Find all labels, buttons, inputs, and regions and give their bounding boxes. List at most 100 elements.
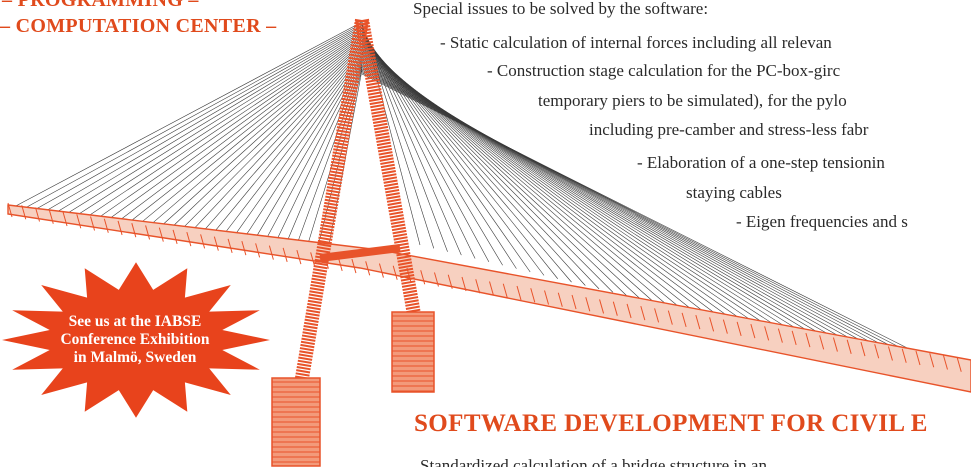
stay-cable-left [159, 44, 363, 228]
stay-cable-left [275, 61, 363, 244]
deck-rib [475, 279, 481, 294]
deck-rib [943, 355, 948, 370]
deck-rib [90, 216, 96, 231]
exhibition-callout: See us at the IABSE Conference Exhibitio… [22, 313, 248, 367]
stay-cable-left [243, 57, 363, 239]
issue-static-calculation: - Static calculation of internal forces … [440, 33, 832, 52]
stay-cable-left [22, 23, 363, 210]
deck-rib [48, 209, 54, 224]
deck-rib [145, 225, 151, 240]
deck-rib [544, 290, 550, 305]
stay-cable-left [53, 28, 363, 214]
deck-rib [268, 245, 274, 260]
deck-rib [612, 301, 618, 316]
deck-rib [433, 272, 439, 287]
starburst-badge [2, 262, 270, 418]
issue-construction-stage-cont-1: temporary piers to be simulated), for th… [538, 91, 847, 110]
deck-rib [557, 292, 563, 307]
deck-rib [255, 243, 261, 258]
deck-rib [640, 306, 646, 321]
deck-rib [351, 258, 357, 274]
stay-cable-left [296, 65, 363, 246]
a-frame-pylon [293, 18, 422, 392]
stay-cable-left [222, 53, 363, 237]
deck-rib [103, 218, 109, 233]
deck-rib [709, 317, 715, 332]
deck-rib [76, 214, 82, 229]
stay-cable-left [117, 37, 363, 223]
deck-rib [35, 207, 40, 222]
deck-rib [929, 353, 935, 368]
deck-rib [502, 283, 508, 298]
issue-tensioning: - Elaboration of a one-step tensionin [637, 153, 885, 172]
deck-rib [282, 247, 288, 262]
stay-cables [11, 21, 971, 381]
stay-cable-right [361, 64, 875, 357]
deck-rib [571, 294, 577, 310]
stay-cable-left [201, 50, 363, 234]
deck-rib [365, 261, 371, 276]
deck-rib [213, 236, 219, 251]
stay-cable-right [361, 27, 476, 259]
stay-cable-left [190, 48, 363, 233]
stay-cable-right [361, 73, 971, 381]
stay-cable-right [361, 72, 958, 377]
deck-rib [626, 303, 632, 319]
stay-cable-right [361, 23, 435, 249]
deck-rib [392, 265, 398, 280]
pylon-leg [355, 18, 422, 322]
pylon-crossbeam [319, 244, 401, 262]
deck-rib [832, 337, 838, 352]
header-programming: – PROGRAMMING – [2, 0, 199, 11]
issues-intro: Special issues to be solved by the softw… [413, 0, 709, 18]
deck-rib [117, 220, 123, 236]
callout-line-3: in Malmö, Sweden [73, 349, 197, 366]
stay-cable-left [232, 55, 363, 238]
deck-rib [461, 276, 467, 292]
deck-rib [158, 227, 164, 242]
deck-rib [530, 288, 536, 303]
deck-rib [516, 285, 522, 301]
deck-rib [62, 211, 68, 227]
callout-line-1: See us at the IABSE [68, 313, 202, 330]
starburst-shape [2, 262, 270, 418]
deck-rib [7, 202, 13, 218]
deck-rib [447, 274, 453, 289]
stay-cable-left [43, 26, 363, 213]
deck-rib [681, 312, 687, 328]
deck-rib [791, 330, 797, 345]
stay-cable-left [211, 52, 363, 235]
pier-block [391, 311, 435, 393]
issue-construction-stage-cont-2: including pre-camber and stress-less fab… [589, 120, 869, 139]
deck-rib [378, 263, 384, 278]
deck-rib [915, 350, 921, 366]
deck-rib [764, 326, 770, 341]
header-computation-center: – COMPUTATION CENTER – [0, 15, 277, 37]
stay-cable-left [11, 21, 363, 209]
deck-rib [21, 205, 27, 220]
deck-rib [874, 344, 880, 359]
stay-cable-left [85, 32, 363, 219]
deck-rib [695, 315, 701, 330]
stay-cable-left [75, 31, 363, 217]
deck-rib [654, 308, 660, 323]
stay-cable-right [361, 71, 944, 374]
stay-cable-left [64, 29, 363, 216]
deck-rib [310, 252, 316, 267]
deck-rib [887, 346, 893, 361]
deck-rib [131, 223, 137, 238]
deck-rib [585, 297, 591, 312]
deck-rib [805, 332, 811, 348]
deck-rib [172, 229, 178, 245]
stay-cable-left [180, 47, 363, 231]
deck-rib [777, 328, 783, 343]
deck-rib [667, 310, 673, 325]
deck-rib [750, 323, 756, 339]
issue-tensioning-cont: staying cables [686, 183, 782, 202]
stay-cable-left [96, 34, 363, 220]
deck-rib [489, 281, 494, 296]
deck-rib [296, 249, 302, 265]
deck-rib [599, 299, 605, 314]
